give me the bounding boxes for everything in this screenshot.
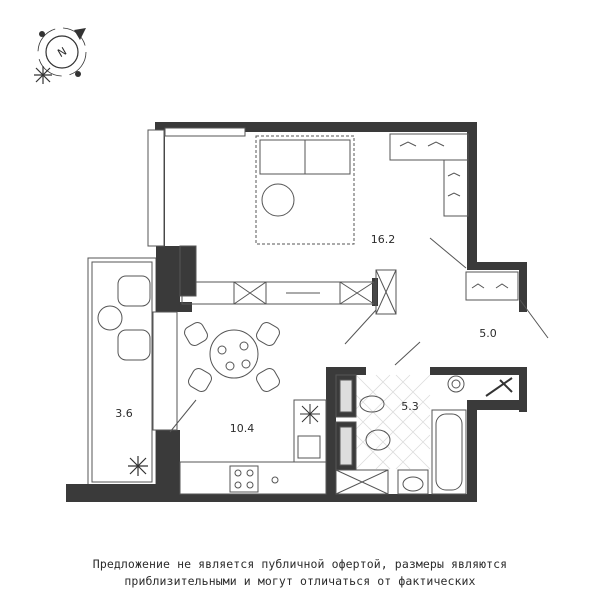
windows [147, 127, 246, 431]
bathroom-area-label: 5.3 [401, 400, 419, 413]
bed [255, 135, 355, 245]
walls [66, 122, 527, 502]
balcony-area-label: 3.6 [115, 407, 133, 420]
disclaimer-line-1: Предложение не является публичной оферто… [92, 557, 508, 571]
kitchen-counter [179, 399, 327, 495]
kitchen-area-label: 10.4 [230, 422, 255, 435]
balcony [87, 257, 157, 487]
dining-table [184, 322, 280, 392]
fridge-icon [300, 404, 320, 424]
bathroom-tiles [355, 374, 431, 470]
storage-row [179, 245, 397, 315]
plant-icon [128, 456, 148, 476]
snowflake-icon [34, 66, 52, 84]
compass-icon: N [34, 27, 87, 84]
hall-area-label: 5.0 [479, 327, 497, 340]
heated-rail-icon [485, 377, 513, 397]
balcony-furniture [97, 275, 151, 361]
wardrobe [389, 133, 469, 217]
bathroom-fixtures [335, 374, 467, 495]
room-area-label: 16.2 [371, 233, 396, 246]
closet-hall [465, 271, 519, 301]
disclaimer-line-2: приблизительными и могут отличаться от ф… [124, 574, 476, 588]
doors [169, 237, 549, 433]
compass-letter: N [55, 45, 69, 60]
